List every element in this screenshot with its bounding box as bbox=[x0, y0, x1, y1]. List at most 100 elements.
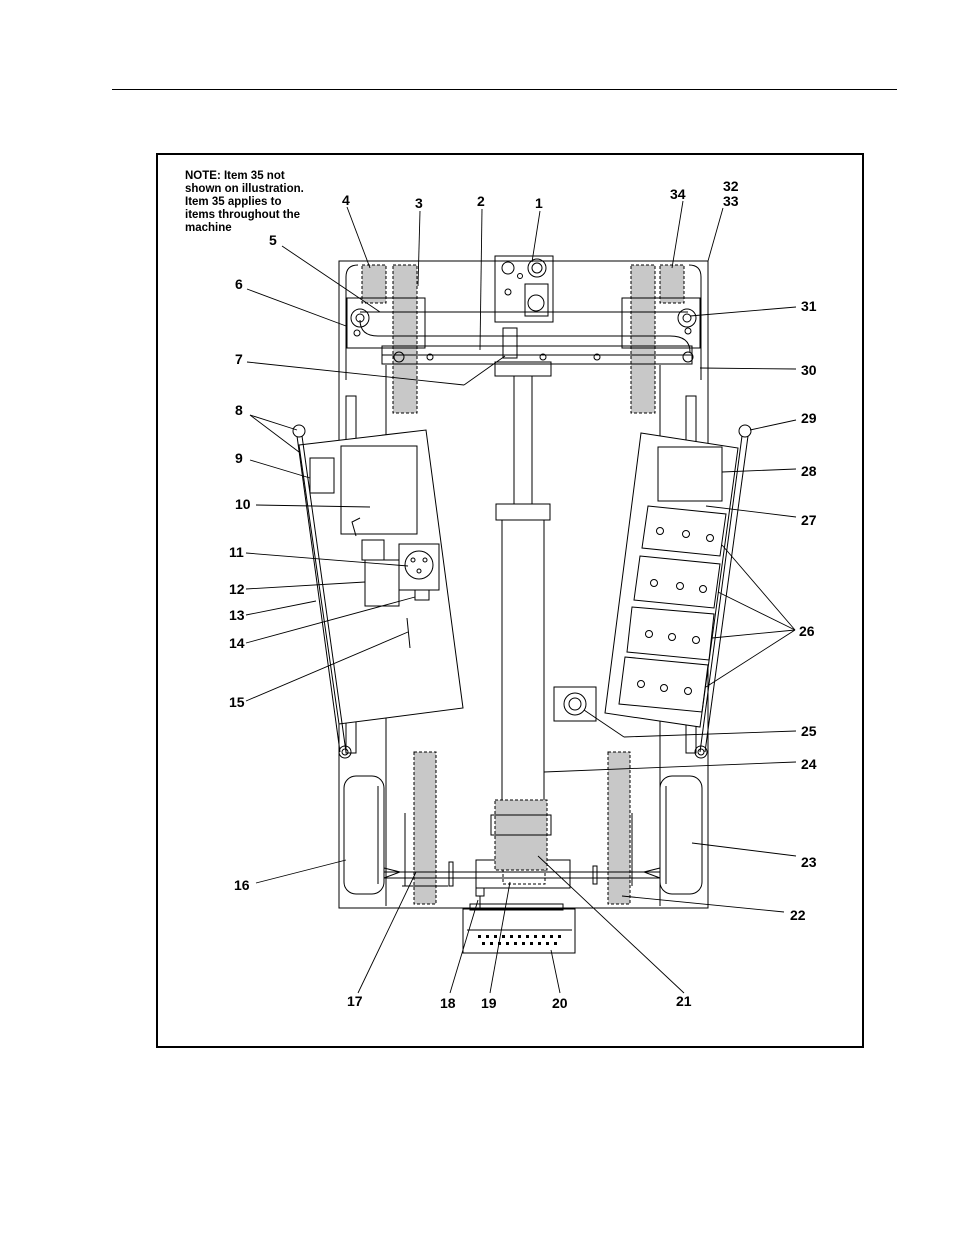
callout-17: 17 bbox=[347, 993, 363, 1009]
step-hole bbox=[514, 942, 517, 945]
leader-31 bbox=[690, 307, 796, 316]
callout-15: 15 bbox=[229, 694, 245, 710]
callout-6: 6 bbox=[235, 276, 243, 292]
left-tilted-panel bbox=[299, 430, 463, 724]
callout-24: 24 bbox=[801, 756, 817, 772]
control-knob-large-inner bbox=[532, 263, 542, 273]
control-knob-large bbox=[528, 259, 546, 277]
axle-collar-right bbox=[593, 866, 597, 884]
rear-bolt bbox=[476, 888, 484, 896]
callout-19: 19 bbox=[481, 995, 497, 1011]
corner-box-left bbox=[362, 265, 386, 303]
callout-2: 2 bbox=[477, 193, 485, 209]
callout-20: 20 bbox=[552, 995, 568, 1011]
callout-7: 7 bbox=[235, 351, 243, 367]
step-hole bbox=[522, 942, 525, 945]
step-hole bbox=[478, 935, 481, 938]
center-column-upper bbox=[514, 376, 532, 504]
callout-13: 13 bbox=[229, 607, 245, 623]
shaded-bar-bottom-right bbox=[608, 752, 630, 904]
callout-26: 26 bbox=[799, 623, 815, 639]
center-column-lower bbox=[502, 520, 544, 802]
leader-7b bbox=[464, 356, 505, 385]
leader-8b bbox=[250, 415, 299, 452]
control-switch bbox=[528, 295, 544, 311]
control-dot bbox=[518, 274, 523, 279]
leader-29 bbox=[750, 420, 796, 430]
leader-20 bbox=[551, 950, 560, 993]
callout-4: 4 bbox=[342, 192, 350, 208]
callout-16: 16 bbox=[234, 877, 250, 893]
step-hole bbox=[538, 942, 541, 945]
left-pivot-knob bbox=[293, 425, 305, 437]
callout-31: 31 bbox=[801, 298, 817, 314]
callout-10: 10 bbox=[235, 496, 251, 512]
callout-30: 30 bbox=[801, 362, 817, 378]
axle-collar-left bbox=[449, 862, 453, 886]
leader-22 bbox=[622, 896, 784, 912]
step-hole bbox=[486, 935, 489, 938]
leader-30 bbox=[700, 368, 796, 369]
corner-box-right bbox=[660, 265, 684, 303]
callout-25: 25 bbox=[801, 723, 817, 739]
callout-14: 14 bbox=[229, 635, 245, 651]
step-hole bbox=[546, 942, 549, 945]
item-25-inner bbox=[569, 698, 581, 710]
step-hole bbox=[542, 935, 545, 938]
control-dot-2 bbox=[505, 289, 511, 295]
leader-7 bbox=[247, 362, 464, 385]
step-hole bbox=[502, 935, 505, 938]
step-hole bbox=[554, 942, 557, 945]
callout-11: 11 bbox=[229, 544, 244, 560]
leader-32 bbox=[708, 208, 723, 261]
step-hole bbox=[490, 942, 493, 945]
axle-hub-right bbox=[644, 868, 660, 878]
leader-6 bbox=[247, 289, 346, 326]
left-pivot-bottom-inner bbox=[342, 749, 348, 755]
leader-34 bbox=[672, 201, 683, 268]
callout-1: 1 bbox=[535, 195, 543, 211]
callout-27: 27 bbox=[801, 512, 817, 528]
callout-18: 18 bbox=[440, 995, 456, 1011]
step-hole bbox=[526, 935, 529, 938]
shaded-bar-top-right bbox=[631, 265, 655, 413]
pulley-right-inner bbox=[683, 314, 691, 322]
leader-2 bbox=[480, 209, 482, 350]
leader-26a bbox=[722, 545, 795, 630]
control-knob-small bbox=[502, 262, 514, 274]
leader-16 bbox=[256, 860, 346, 883]
callout-32: 32 bbox=[723, 178, 739, 194]
step-hole bbox=[558, 935, 561, 938]
leader-26c bbox=[712, 630, 795, 638]
callout-9: 9 bbox=[235, 450, 243, 466]
callout-8: 8 bbox=[235, 402, 243, 418]
leader-19 bbox=[490, 882, 510, 993]
leader-25 bbox=[624, 731, 796, 737]
leader-18 bbox=[450, 900, 478, 993]
callout-5: 5 bbox=[269, 232, 277, 248]
callout-23: 23 bbox=[801, 854, 817, 870]
center-column-collar bbox=[496, 504, 550, 520]
item-25-outer bbox=[564, 693, 586, 715]
leader-24 bbox=[544, 762, 796, 772]
leader-13 bbox=[246, 601, 316, 615]
callout-12: 12 bbox=[229, 581, 245, 597]
callout-21: 21 bbox=[676, 993, 692, 1009]
leader-17 bbox=[358, 872, 416, 993]
callout-22: 22 bbox=[790, 907, 806, 923]
right-pivot-bottom-inner bbox=[698, 749, 704, 755]
callout-3: 3 bbox=[415, 195, 423, 211]
step-hole bbox=[482, 942, 485, 945]
item-25-box bbox=[554, 687, 596, 721]
shaded-bar-top-left bbox=[393, 265, 417, 413]
step-hole bbox=[506, 942, 509, 945]
rear-step bbox=[463, 909, 575, 953]
leader-4 bbox=[347, 207, 370, 268]
step-hole bbox=[550, 935, 553, 938]
step-hole bbox=[510, 935, 513, 938]
leader-1 bbox=[532, 211, 540, 262]
leader-8a bbox=[250, 415, 297, 430]
callout-28: 28 bbox=[801, 463, 817, 479]
idler-left bbox=[354, 330, 360, 336]
leader-3 bbox=[418, 211, 420, 286]
